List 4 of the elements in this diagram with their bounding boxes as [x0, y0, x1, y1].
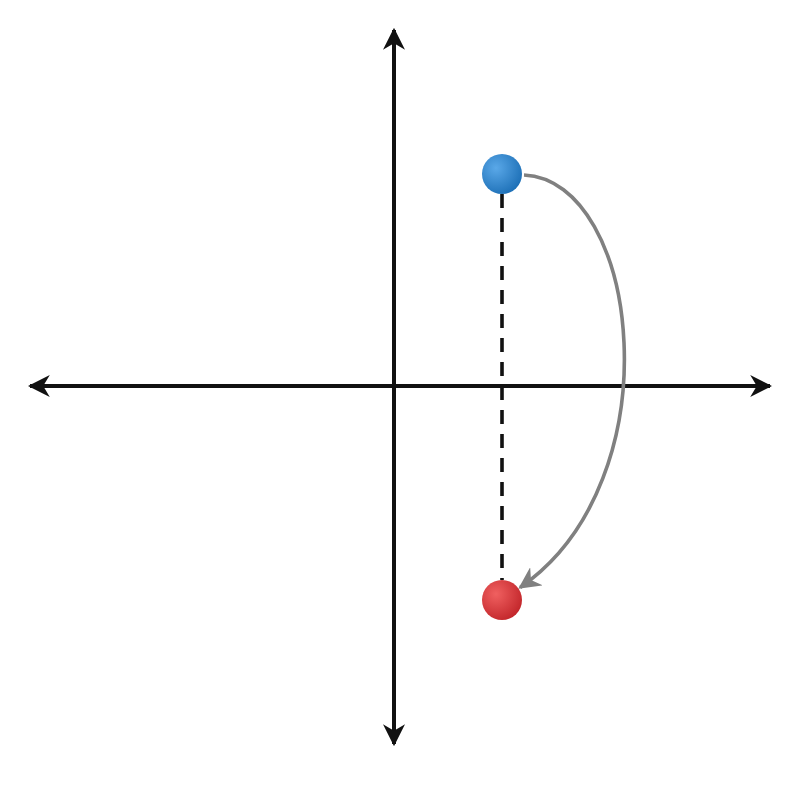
- curved-arrow: [518, 173, 626, 589]
- point-marker: [482, 154, 522, 194]
- point-marker: [482, 580, 522, 620]
- dashed-line: [500, 194, 504, 580]
